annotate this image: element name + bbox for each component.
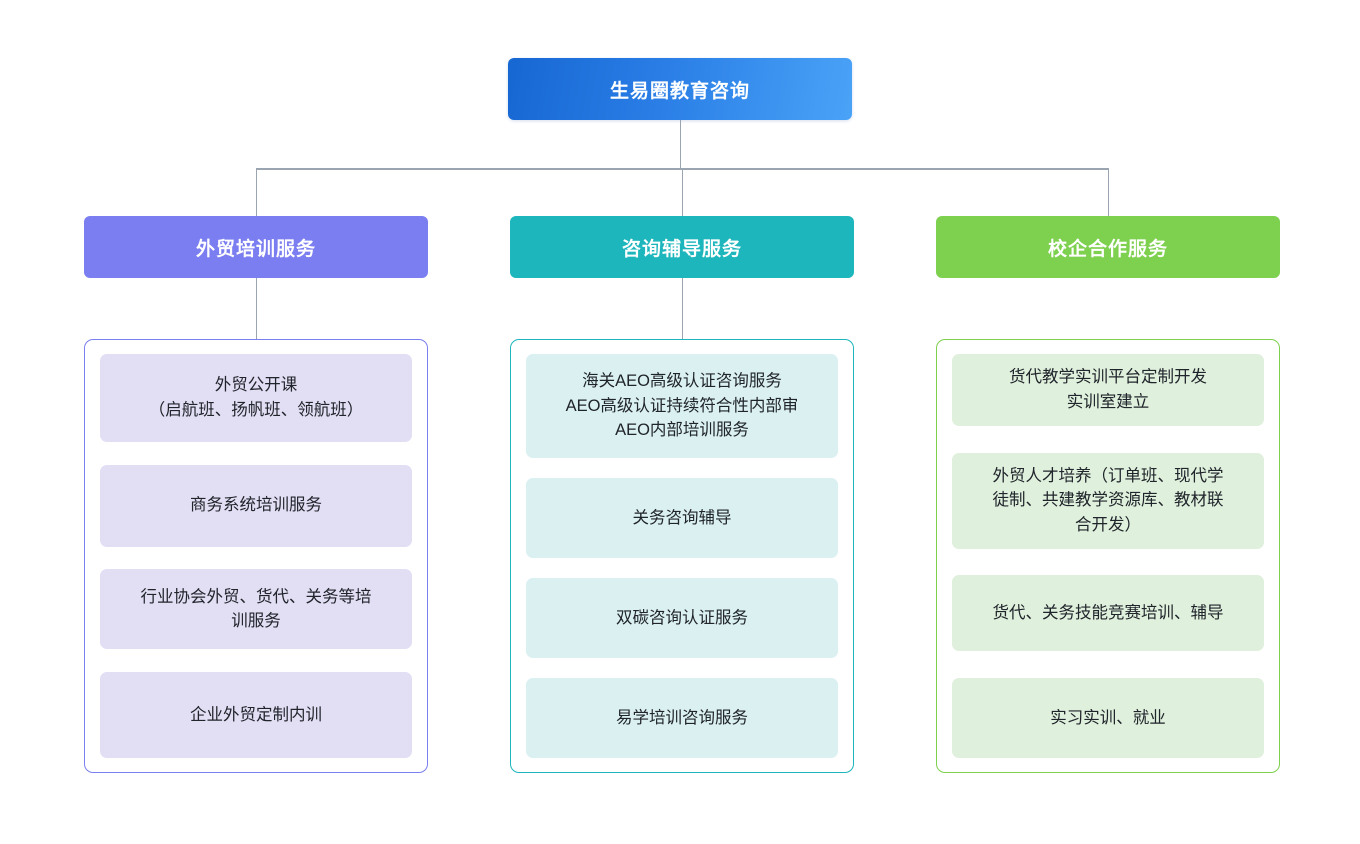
branch-body-xiaoqi-hezuo: 货代教学实训平台定制开发 实训室建立 外贸人才培养（订单班、现代学 徒制、共建教… — [936, 339, 1280, 773]
leaf-line: 货代教学实训平台定制开发 — [1009, 368, 1207, 387]
connector-branch-2-to-body — [681, 278, 683, 339]
leaf-item[interactable]: 货代教学实训平台定制开发 实训室建立 — [952, 354, 1264, 426]
connector-drop-branch-1 — [255, 168, 257, 216]
branch-column-xiaoqi-hezuo: 校企合作服务 货代教学实训平台定制开发 实训室建立 外贸人才培养（订单班、现代学… — [936, 216, 1280, 773]
leaf-item[interactable]: 商务系统培训服务 — [100, 464, 412, 547]
branch-header-xiaoqi-hezuo[interactable]: 校企合作服务 — [936, 216, 1280, 278]
root-node-label: 生易圈教育咨询 — [609, 80, 750, 102]
branch-header-waimao-peixun[interactable]: 外贸培训服务 — [84, 216, 428, 278]
branch-header-label: 校企合作服务 — [1047, 238, 1168, 260]
leaf-item[interactable]: 外贸人才培养（订单班、现代学 徒制、共建教学资源库、教材联 合开发） — [952, 452, 1264, 549]
leaf-line: 双碳咨询认证服务 — [616, 608, 748, 627]
branch-header-zixun-fudao[interactable]: 咨询辅导服务 — [510, 216, 854, 278]
leaf-line: 实训室建立 — [1066, 393, 1150, 411]
leaf-item[interactable]: 外贸公开课 （启航班、扬帆班、领航班） — [100, 354, 412, 442]
leaf-item[interactable]: 双碳咨询认证服务 — [526, 578, 838, 658]
branch-header-label: 咨询辅导服务 — [621, 238, 742, 260]
leaf-line: 货代、关务技能竞赛培训、辅导 — [992, 603, 1224, 622]
leaf-line: 关务咨询辅导 — [632, 508, 732, 527]
root-node[interactable]: 生易圈教育咨询 — [508, 58, 852, 120]
connector-drop-branch-2 — [681, 168, 683, 216]
branch-header-label: 外贸培训服务 — [195, 238, 316, 260]
leaf-item[interactable]: 实习实训、就业 — [952, 677, 1264, 758]
leaf-item[interactable]: 行业协会外贸、货代、关务等培 训服务 — [100, 569, 412, 650]
leaf-line: 易学培训咨询服务 — [616, 708, 748, 727]
leaf-line: （启航班、扬帆班、领航班） — [148, 401, 364, 419]
leaf-line: 企业外贸定制内训 — [190, 705, 322, 724]
leaf-line: 训服务 — [231, 612, 281, 631]
branch-body-zixun-fudao: 海关AEO高级认证咨询服务 AEO高级认证持续符合性内部审 AEO内部培训服务 … — [510, 339, 854, 773]
leaf-line: 徒制、共建教学资源库、教材联 — [992, 491, 1224, 510]
leaf-line: 合开发） — [1075, 516, 1141, 535]
leaf-item[interactable]: 货代、关务技能竞赛培训、辅导 — [952, 575, 1264, 652]
leaf-item[interactable]: 海关AEO高级认证咨询服务 AEO高级认证持续符合性内部审 AEO内部培训服务 — [526, 354, 838, 458]
leaf-item[interactable]: 企业外贸定制内训 — [100, 671, 412, 758]
leaf-line: AEO内部培训服务 — [615, 421, 749, 440]
branch-column-zixun-fudao: 咨询辅导服务 海关AEO高级认证咨询服务 AEO高级认证持续符合性内部审 AEO… — [510, 216, 854, 773]
connector-drop-branch-3 — [1107, 168, 1109, 216]
leaf-line: 外贸公开课 — [214, 376, 298, 395]
branch-body-waimao-peixun: 外贸公开课 （启航班、扬帆班、领航班） 商务系统培训服务 行业协会外贸、货代、关… — [84, 339, 428, 773]
leaf-line: 实习实训、就业 — [1050, 708, 1166, 727]
leaf-item[interactable]: 易学培训咨询服务 — [526, 678, 838, 758]
leaf-line: 外贸人才培养（订单班、现代学 — [992, 466, 1224, 485]
leaf-line: 行业协会外贸、货代、关务等培 — [140, 587, 372, 606]
branch-column-waimao-peixun: 外贸培训服务 外贸公开课 （启航班、扬帆班、领航班） 商务系统培训服务 行业协会… — [84, 216, 428, 773]
connector-root-trunk — [679, 120, 681, 168]
leaf-line: 商务系统培训服务 — [190, 496, 322, 515]
leaf-line: AEO高级认证持续符合性内部审 — [565, 396, 799, 415]
leaf-item[interactable]: 关务咨询辅导 — [526, 478, 838, 558]
connector-branch-1-to-body — [255, 278, 257, 339]
leaf-line: 海关AEO高级认证咨询服务 — [582, 371, 782, 390]
